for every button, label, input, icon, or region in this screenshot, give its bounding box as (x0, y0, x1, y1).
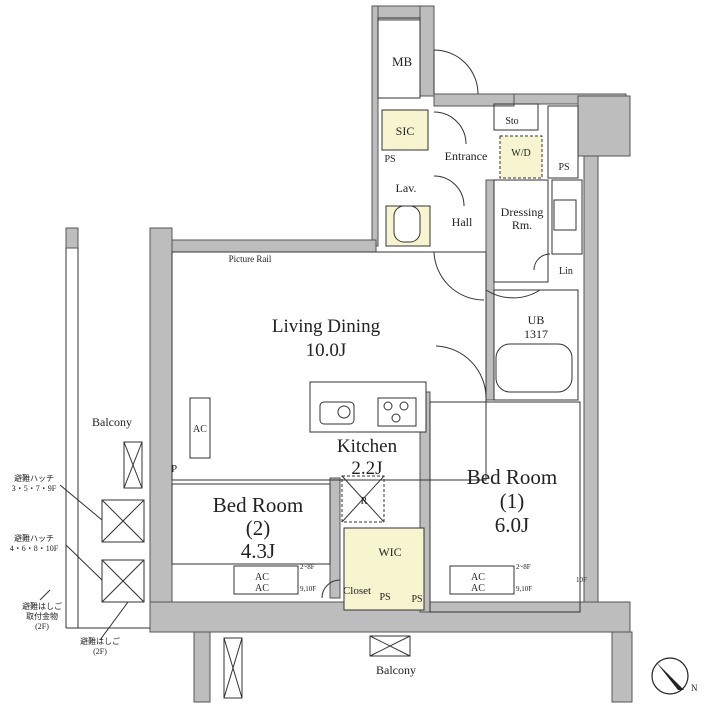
bed-room-1-number: (1) (500, 489, 525, 513)
ladder-a-1: 避難はしご (22, 601, 62, 611)
ladder-a-3: (2F) (35, 622, 49, 631)
ub-label-1: UB (528, 313, 545, 327)
bed2-ac-1: AC (255, 572, 269, 583)
fixtures (101, 205, 515, 699)
dressing-label-2: Rm. (512, 218, 532, 232)
ps-label-1: PS (384, 154, 395, 165)
bed1-floor-3: 10F (576, 576, 587, 584)
ac-label-living: AC (193, 424, 207, 435)
ac-labels: AC AC 2~8F 9,10F AC AC 2~8F 9,10F 10F (255, 563, 587, 594)
sto-label: Sto (505, 116, 518, 127)
escape-notes: 避難ハッチ 3・5・7・9F 避難ハッチ 4・6・8・10F 避難はしご 取付金… (10, 473, 120, 656)
bed2-floor-1: 2~8F (300, 563, 315, 571)
picture-rail-label: Picture Rail (229, 254, 272, 264)
interior-lines (65, 17, 583, 629)
bed-room-2-number: (2) (246, 516, 271, 540)
bed-room-2-label: Bed Room (213, 493, 303, 517)
ub-label-2: 1317 (524, 327, 548, 341)
hatch1-title: 避難ハッチ (14, 473, 54, 483)
hall-label: Hall (452, 215, 473, 229)
bed2-ac-2: AC (255, 583, 269, 594)
room-labels: MB SIC Sto PS PS PS PS Entrance W/D Lav.… (92, 54, 573, 677)
bed-room-2-size: 4.3J (241, 539, 275, 563)
hatch2-title: 避難ハッチ (14, 533, 54, 543)
sic-label: SIC (396, 124, 415, 138)
balcony-bottom-label: Balcony (376, 663, 416, 677)
ps-label-2: PS (558, 162, 569, 173)
ps-label-4: PS (379, 592, 390, 603)
hatch1-floors: 3・5・7・9F (12, 484, 57, 493)
kitchen-label: Kitchen (337, 436, 398, 457)
bed-room-1-size: 6.0J (495, 513, 529, 537)
ladder-a-2: 取付金物 (26, 611, 58, 621)
mb-label: MB (392, 54, 413, 69)
storage-highlights (343, 109, 543, 611)
balcony-left-label: Balcony (92, 415, 132, 429)
ps-label-3: PS (411, 594, 422, 605)
bed1-ac-2: AC (471, 583, 485, 594)
door-swings (321, 49, 551, 599)
bed-room-1-label: Bed Room (467, 465, 557, 489)
living-dining-size: 10.0J (306, 340, 347, 361)
bed1-ac-1: AC (471, 572, 485, 583)
kitchen-size: 2.2J (351, 458, 382, 479)
wic-label: WIC (378, 545, 401, 559)
wd-label: W/D (511, 148, 530, 159)
r-label: R (361, 496, 368, 507)
compass-north-label: N (691, 683, 698, 693)
hatch2-floors: 4・6・8・10F (10, 544, 59, 553)
structure-walls (65, 5, 633, 703)
compass-icon (651, 657, 689, 695)
ladder-b-1: 避難はしご (80, 636, 120, 646)
bed1-floor-2: 9,10F (516, 585, 532, 593)
bed2-floor-2: 9,10F (300, 585, 316, 593)
closet-label: Closet (343, 585, 371, 597)
p-label: P (171, 463, 177, 475)
lav-label: Lav. (396, 181, 417, 195)
dressing-label-1: Dressing (501, 205, 544, 219)
entrance-label: Entrance (445, 149, 488, 163)
note-leaders (39, 484, 129, 641)
lin-label: Lin (559, 266, 573, 277)
living-dining-label: Living Dining (272, 316, 381, 337)
bed1-floor-1: 2~8F (516, 563, 531, 571)
ladder-b-2: (2F) (93, 647, 107, 656)
